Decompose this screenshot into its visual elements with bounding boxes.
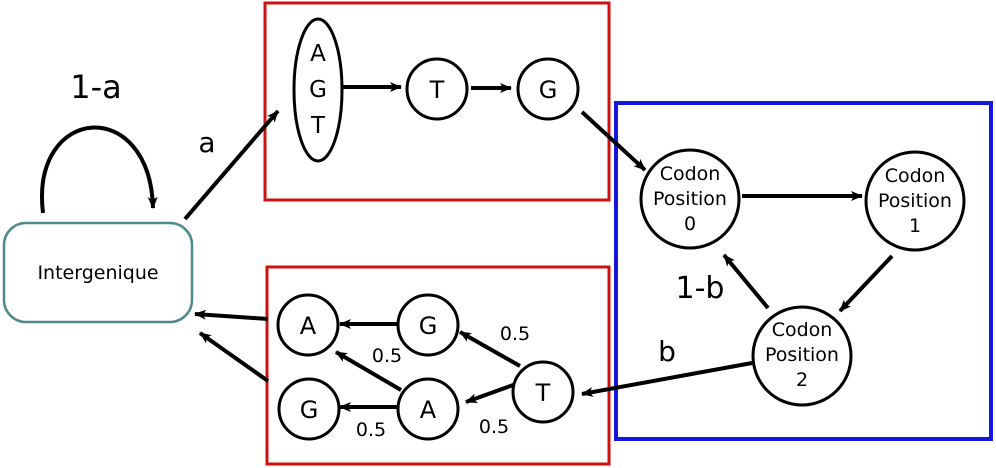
stop-a-top-node [276,293,340,357]
intergenic-node [2,221,194,324]
stop-codon-box [265,265,611,466]
codon1-to-codon2-edge [838,254,894,313]
codon2-line1: Codon [772,319,833,341]
stop-g-bottom-label: G [300,396,319,424]
start-g-label: G [539,76,558,104]
stop-g-top-node [396,293,460,357]
stop-a-bottom-node [396,377,460,441]
stop-t-node [511,360,575,424]
stop-t-to-g-edge [459,330,521,368]
codon0-line2: Position [653,188,727,210]
start-codon-box [263,1,611,202]
a-to-g-prob-label: 0.5 [356,419,386,441]
self-loop-label: 1-a [70,68,122,106]
start-agt-letter-1: A [310,41,326,67]
to-stop-label: b [658,335,676,368]
codon-position-1-node [864,150,966,252]
stop-g-top-label: G [419,312,438,340]
codon2-line2: Position [765,344,839,366]
start-agt-letter-3: T [310,113,326,139]
stop-a-bottom-label: A [420,396,437,424]
stop-g-bottom-node [277,377,341,441]
intergenic-to-start-edge [183,109,280,221]
codon2-to-codon0-edge [722,253,770,310]
intergenic-label: Intergenique [37,262,158,284]
stop-a-to-intergenic-edge [194,309,269,321]
start-g-node [516,57,580,121]
start-agt-letter-2: G [309,77,327,103]
stop-a-top-label: A [300,312,317,340]
stop-t-to-a-edge [465,382,517,404]
stop-a-to-a-edge [334,350,403,392]
start-agt-node [292,17,344,163]
self-loop-edge [40,125,158,214]
codon-position-0-node [639,148,741,250]
codon1-line1: Codon [885,165,946,187]
back-to-codon0-label: 1-b [676,271,725,306]
codon0-line3: 0 [684,213,696,235]
coding-region-box [614,101,993,441]
g-to-codon0-edge [580,110,647,172]
a-to-a-prob-label: 0.5 [372,345,402,367]
codon1-line2: Position [878,190,952,212]
edges [40,82,894,412]
start-t-label: T [429,76,445,104]
codon2-to-stop-t-edge [581,361,753,397]
stop-t-label: T [535,379,551,407]
to-start-label: a [198,126,215,159]
stop-g-to-intergenic-edge [198,331,270,383]
start-t-node [405,57,469,121]
codon1-line3: 1 [909,215,921,237]
t-to-a-prob-label: 0.5 [479,416,509,438]
codon2-line3: 2 [796,369,808,391]
t-to-g-prob-label: 0.5 [500,323,530,345]
codon0-line1: Codon [660,163,721,185]
codon-position-2-node [751,305,853,407]
